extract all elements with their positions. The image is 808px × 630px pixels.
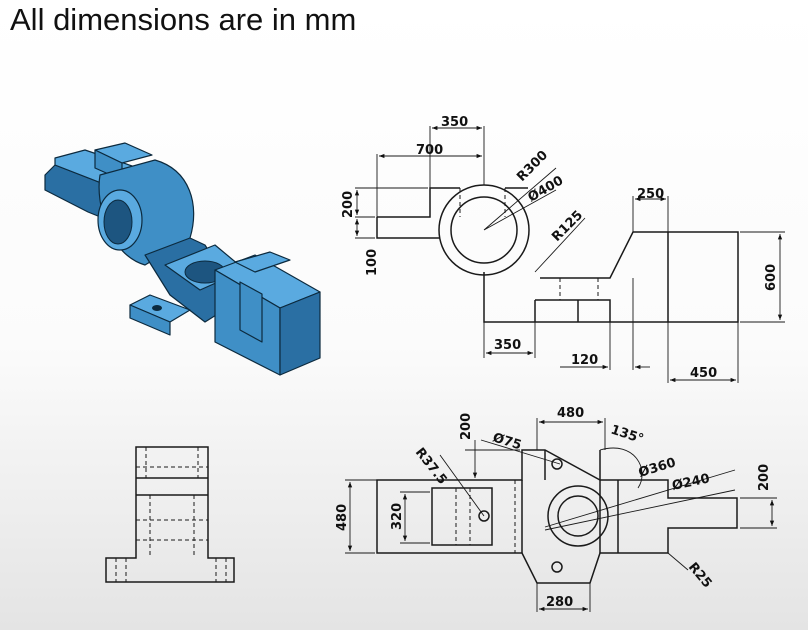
dim-480-left: 480: [335, 504, 350, 531]
dim-350-bottom: 350: [494, 338, 521, 353]
dim-200-top: 200: [459, 413, 474, 440]
front-view: 350 700 200 R300 Ø400 R125 250 100 600 3…: [341, 115, 785, 383]
lug-hole-top: [551, 458, 563, 470]
dim-r37-5: R37.5: [412, 445, 450, 487]
dim-350-top: 350: [441, 115, 468, 130]
page-title: All dimensions are in mm: [10, 2, 357, 37]
top-view: 480 200 Ø75 135° R37.5 Ø360 Ø240 200 480…: [335, 406, 777, 612]
top-boss-outer-circle: [547, 485, 609, 547]
center-hole: [478, 510, 490, 522]
dim-100: 100: [365, 249, 380, 276]
dim-dia240: Ø240: [671, 471, 711, 494]
dim-450: 450: [690, 366, 717, 381]
isometric-model: [44, 142, 321, 376]
dim-r125: R125: [549, 208, 586, 245]
bearing-bore-circle: [450, 196, 518, 264]
lug-hole-bottom: [551, 561, 563, 573]
dim-480-top: 480: [557, 406, 584, 421]
dim-200-right: 200: [757, 464, 772, 491]
dim-700: 700: [416, 143, 443, 158]
top-boss-bore-circle: [557, 495, 599, 537]
dim-280: 280: [546, 595, 573, 610]
dim-250: 250: [637, 187, 664, 202]
side-view: [105, 446, 235, 583]
dim-dia360: Ø360: [637, 455, 678, 481]
dim-dia400: Ø400: [526, 173, 567, 205]
dim-r25: R25: [685, 560, 715, 591]
dim-200-left: 200: [341, 191, 356, 218]
dim-135-deg: 135°: [609, 423, 646, 448]
dim-600: 600: [764, 264, 779, 291]
dim-r300: R300: [514, 148, 551, 185]
dim-120: 120: [571, 353, 598, 368]
dim-320: 320: [390, 503, 405, 530]
